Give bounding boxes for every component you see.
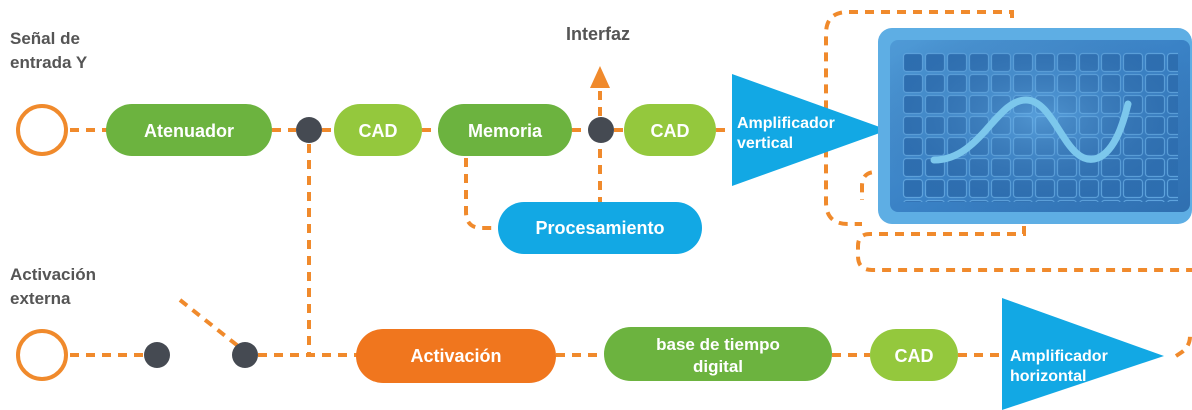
switch-contact-left — [144, 342, 170, 368]
oscilloscope-screen — [878, 28, 1192, 224]
adc-2-label: CAD — [651, 121, 690, 141]
vertical-amplifier-block — [732, 74, 888, 186]
wire-memory-to-processing — [464, 158, 500, 230]
junction-node-2 — [588, 117, 614, 143]
screen-frame-inner — [860, 170, 1192, 200]
adc-block-1 — [334, 104, 422, 156]
junction-node-1 — [296, 117, 322, 143]
screen-frame-horizontal — [856, 226, 1192, 272]
external-trigger-terminal — [16, 329, 68, 381]
processing-block — [498, 202, 702, 254]
switch-contact-right — [232, 342, 258, 368]
adc-3-label: CAD — [895, 346, 934, 366]
input-y-terminal — [16, 104, 68, 156]
sine-waveform — [930, 96, 1132, 164]
adc-block-3 — [870, 329, 958, 381]
digital-timebase-block — [604, 327, 832, 381]
horizontal-amp-label-line2: horizontal — [1010, 368, 1086, 385]
processing-label: Procesamiento — [535, 218, 664, 238]
external-trigger-label-line1: Activación — [10, 265, 96, 284]
memory-block — [438, 104, 572, 156]
screen-glow — [890, 40, 1190, 212]
trigger-block — [356, 329, 556, 383]
timebase-label-line2: digital — [693, 357, 743, 376]
wire-horizontal-amp-to-screen — [1174, 335, 1192, 358]
adc-1-label: CAD — [359, 121, 398, 141]
memory-label: Memoria — [468, 121, 543, 141]
vertical-amp-label-line1: Amplificador — [737, 115, 835, 132]
attenuator-block — [106, 104, 272, 156]
interface-label: Interfaz — [566, 24, 630, 44]
input-y-label-line1: Señal de — [10, 29, 80, 48]
interface-arrow-icon — [590, 66, 610, 88]
horizontal-amplifier-block — [1002, 298, 1164, 410]
signal-wires — [70, 10, 1192, 358]
input-y-label-line2: entrada Y — [10, 53, 88, 72]
vertical-amp-label-line2: vertical — [737, 135, 793, 152]
horizontal-amp-label-line1: Amplificador — [1010, 348, 1108, 365]
timebase-label-line1: base de tiempo — [656, 335, 780, 354]
wire-switch-lever — [178, 298, 240, 348]
trigger-label: Activación — [410, 346, 501, 366]
external-trigger-label-line2: externa — [10, 289, 71, 308]
attenuator-label: Atenuador — [144, 121, 234, 141]
adc-block-2 — [624, 104, 716, 156]
